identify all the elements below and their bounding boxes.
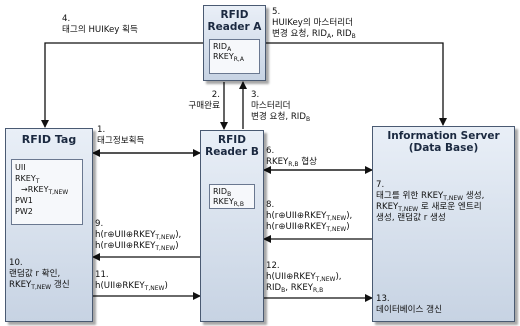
step-5-label: 5. HUIKey의 마스터리더 변경 요청, RIDA, RIDB — [272, 7, 356, 40]
reader-b-title-2: Reader B — [205, 146, 259, 158]
rfid-tag-box: RFID Tag UII RKEYT →RKEYT,NEW PW1 PW2 — [5, 128, 93, 322]
reader-b-box: RFID Reader B RIDB RKEYR,B — [200, 130, 264, 322]
reader-a-box: RFID Reader A RIDA RKEYR,A — [203, 5, 266, 81]
step-6-label: 6. RKEYR,B 협상 — [266, 146, 318, 168]
step-3-label: 3. 마스터리더 변경 요청, RIDB — [251, 90, 311, 123]
step-4-label: 4. 태그의 HUIKey 획득 — [62, 14, 138, 35]
information-server-box: Information Server (Data Base) — [372, 126, 515, 322]
rfid-tag-title: RFID Tag — [21, 133, 77, 146]
step-1-label: 1. 태그정보획득 — [97, 125, 145, 146]
arrow-step-5 — [266, 42, 447, 126]
server-title-2: (Data Base) — [408, 142, 479, 154]
arrow-step-4 — [41, 42, 203, 128]
reader-b-inner: RIDB RKEYR,B — [209, 184, 255, 209]
step-8-label: 8. h(r⊕UII⊕RKEYT,NEW), h(r⊕UII⊕RKEYT,NEW… — [266, 200, 353, 233]
server-title-1: Information Server — [387, 130, 500, 142]
reader-a-title-2: Reader A — [207, 21, 262, 33]
step-13-label: 13. 데이터베이스 갱신 — [376, 294, 442, 315]
step-2-label: 2. 구매완료 — [188, 90, 220, 111]
reader-b-title-1: RFID — [218, 134, 246, 146]
step-10-label: 10. 랜덤값 r 확인, RKEYT,NEW 갱신 — [9, 258, 70, 291]
rfid-tag-inner: UII RKEYT →RKEYT,NEW PW1 PW2 — [11, 159, 83, 225]
step-11-label: 11. h(UII⊕RKEYT,NEW) — [95, 270, 168, 292]
step-12-label: 12. h(UII⊕RKEYT,NEW), RIDB, RKEYR,B — [266, 261, 342, 294]
step-7-label: 7. 태그를 위한 RKEYT,NEW 생성, RKEYT,NEW 로 새로운 … — [376, 180, 485, 223]
reader-a-title-1: RFID — [220, 9, 249, 21]
reader-a-inner: RIDA RKEYR,A — [209, 39, 260, 74]
step-9-label: 9. h(r⊕UII⊕RKEYT,NEW), h(r⊕UII⊕RKEYT,NEW… — [95, 219, 182, 252]
